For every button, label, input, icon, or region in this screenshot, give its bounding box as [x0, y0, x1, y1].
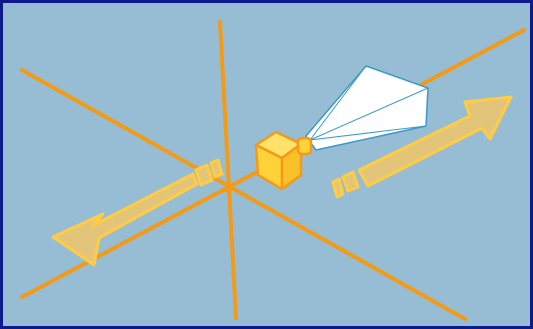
viewport-canvas[interactable]	[3, 3, 530, 326]
camera-lens	[298, 138, 311, 154]
origin-point	[224, 185, 232, 193]
